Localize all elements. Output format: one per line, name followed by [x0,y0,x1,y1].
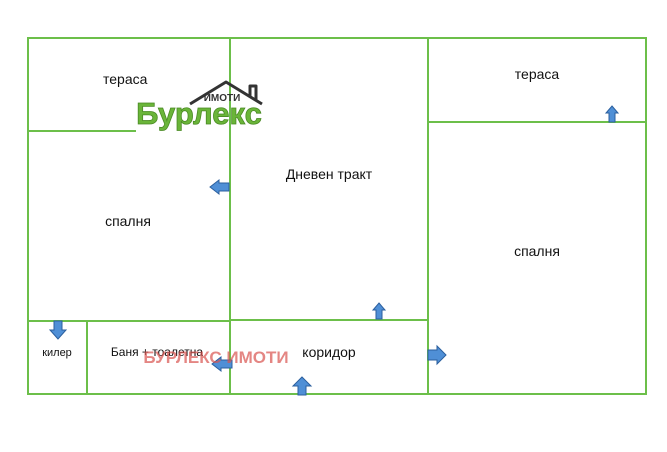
door-arrow-icon [371,302,387,320]
door-arrow-icon [427,344,447,366]
room-label-living: Дневен тракт [286,166,373,182]
room-label-storage: килер [42,347,72,359]
door-arrow-icon [209,178,230,196]
room-labels: тераса тераса Дневен тракт спалня спалня… [42,66,560,360]
door-arrow-icon [291,376,313,396]
room-label-bathroom: Баня + тоалетна [111,345,203,359]
brand-logo: ИМОТИ Бурлекс [136,80,263,131]
door-arrow-icon [48,320,68,340]
room-label-bedroom-left: спалня [105,213,151,229]
watermark-text: БУРЛЕКС ИМОТИ [143,348,288,367]
room-label-terrace-left: тераса [103,71,148,87]
door-arrow-icon [211,355,233,373]
room-label-terrace-right: тераса [515,66,560,82]
room-label-corridor: коридор [302,344,356,360]
house-roof-icon [189,80,263,106]
door-arrows [48,105,620,396]
outer-wall-right-block [427,37,647,395]
logo-brand: Бурлекс [136,96,262,131]
door-arrow-icon [604,105,620,123]
logo-tagline: ИМОТИ [204,93,241,104]
room-label-bedroom-right: спалня [514,243,560,259]
